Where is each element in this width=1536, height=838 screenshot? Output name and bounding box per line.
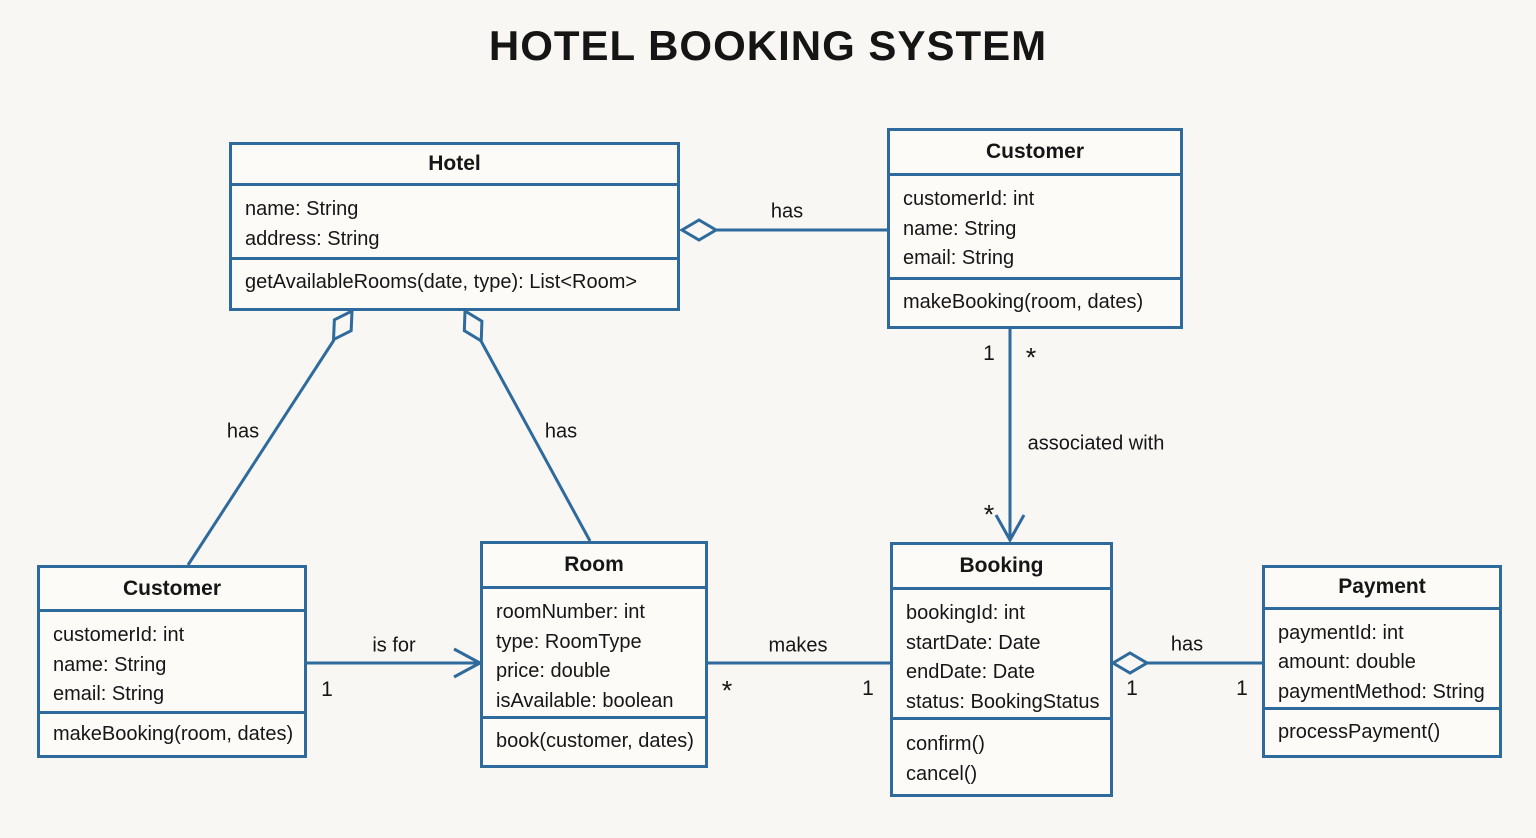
attribute: amount: double: [1278, 651, 1416, 674]
edge-customer-booking: [994, 329, 1026, 544]
method: makeBooking(room, dates): [903, 291, 1144, 313]
class-payment-name: Payment: [1265, 568, 1499, 610]
attribute: roomNumber: int: [496, 601, 645, 624]
label-makes: makes: [768, 634, 828, 657]
edge-booking-payment: [1110, 651, 1262, 675]
attribute: name: String: [903, 217, 1017, 240]
multiplicity-makes-star: *: [721, 675, 733, 706]
label-has-hotel-customer-bottom: has: [226, 420, 260, 443]
method: cancel(): [906, 762, 978, 785]
aggregation-diamond-icon: [1110, 651, 1150, 675]
multiplicity-customer-booking-star-top: *: [1025, 342, 1037, 373]
multiplicity-customer-booking-1: 1: [983, 342, 995, 365]
method: confirm(): [906, 733, 985, 756]
multiplicity-booking-payment-1-left: 1: [1126, 677, 1138, 700]
attribute: name: String: [53, 653, 167, 676]
diagram-title: HOTEL BOOKING SYSTEM: [488, 22, 1048, 69]
attribute: paymentId: int: [1278, 621, 1404, 644]
class-room: Room roomNumber: int type: RoomType pric…: [480, 541, 708, 768]
class-room-name: Room: [483, 544, 705, 590]
multiplicity-customer-booking-star-bottom: *: [983, 499, 995, 530]
class-hotel: Hotel name: String address: String getAv…: [229, 142, 680, 311]
multiplicity-booking-payment-1-right: 1: [1236, 677, 1248, 700]
attribute: type: RoomType: [496, 630, 642, 653]
attribute: bookingId: int: [906, 602, 1025, 625]
method: makeBooking(room, dates): [53, 723, 294, 745]
attribute: name: String: [245, 198, 359, 220]
class-payment-attributes: paymentId: int amount: double paymentMet…: [1265, 610, 1499, 711]
class-booking: Booking bookingId: int startDate: Date e…: [890, 542, 1113, 797]
class-payment: Payment paymentId: int amount: double pa…: [1262, 565, 1502, 758]
edge-hotel-customer-bottom: [186, 308, 354, 566]
class-customer-top: Customer customerId: int name: String em…: [887, 128, 1183, 329]
class-hotel-attributes: name: String address: String: [232, 186, 677, 260]
attribute: isAvailable: boolean: [496, 689, 674, 712]
class-hotel-methods: getAvailableRooms(date, type): List<Room…: [232, 260, 677, 308]
attribute: paymentMethod: String: [1278, 680, 1485, 703]
label-has-hotel-customer-top: has: [770, 200, 804, 223]
class-booking-methods: confirm() cancel(): [893, 720, 1110, 794]
aggregation-diamond-icon: [462, 308, 484, 344]
aggregation-diamond-icon: [331, 308, 354, 343]
multiplicity-is-for-1: 1: [321, 678, 333, 701]
class-customer-top-name: Customer: [890, 131, 1180, 176]
method: getAvailableRooms(date, type): List<Room…: [245, 271, 638, 293]
class-room-methods: book(customer, dates): [483, 719, 705, 765]
attribute: startDate: Date: [906, 631, 1041, 654]
class-booking-attributes: bookingId: int startDate: Date endDate: …: [893, 590, 1110, 721]
attribute: address: String: [245, 227, 380, 250]
attribute: customerId: int: [53, 624, 185, 646]
class-hotel-name: Hotel: [232, 145, 677, 186]
label-associated-with: associated with: [1027, 432, 1165, 455]
attribute: customerId: int: [903, 188, 1035, 210]
class-room-attributes: roomNumber: int type: RoomType price: do…: [483, 589, 705, 720]
multiplicity-makes-1: 1: [862, 677, 874, 700]
aggregation-diamond-icon: [679, 218, 719, 242]
attribute: email: String: [903, 247, 1015, 269]
class-customer-bottom-methods: makeBooking(room, dates): [40, 714, 304, 755]
method: processPayment(): [1278, 721, 1441, 744]
label-is-for: is for: [372, 634, 416, 657]
method: book(customer, dates): [496, 730, 694, 753]
attribute: email: String: [53, 683, 165, 705]
label-has-booking-payment: has: [1170, 633, 1204, 656]
class-customer-top-methods: makeBooking(room, dates): [890, 280, 1180, 326]
attribute: price: double: [496, 660, 611, 683]
edge-hotel-room: [462, 308, 592, 542]
label-has-hotel-room: has: [544, 420, 578, 443]
open-arrowhead-icon: [994, 514, 1026, 544]
class-customer-bottom-name: Customer: [40, 568, 304, 612]
class-payment-methods: processPayment(): [1265, 710, 1499, 755]
attribute: endDate: Date: [906, 661, 1035, 684]
class-customer-top-attributes: customerId: int name: String email: Stri…: [890, 176, 1180, 280]
class-booking-name: Booking: [893, 545, 1110, 591]
attribute: status: BookingStatus: [906, 690, 1100, 713]
edge-hotel-customer-top: [679, 218, 887, 242]
class-customer-bottom: Customer customerId: int name: String em…: [37, 565, 307, 758]
class-customer-bottom-attributes: customerId: int name: String email: Stri…: [40, 612, 304, 714]
